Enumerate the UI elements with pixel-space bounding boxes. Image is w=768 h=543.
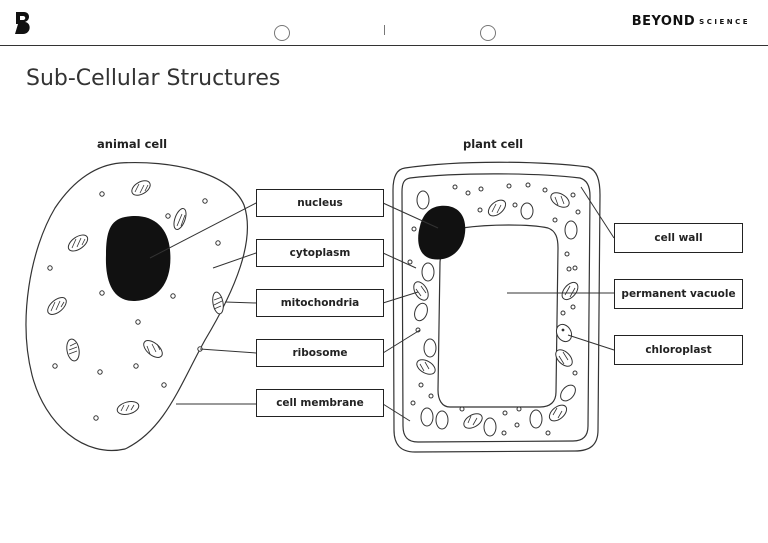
- animal-mitochondrion: [66, 338, 80, 362]
- nav-divider: [384, 25, 385, 35]
- label-nucleus: nucleus: [256, 189, 384, 217]
- label-cell-wall: cell wall: [614, 223, 743, 253]
- label-cytoplasm: cytoplasm: [256, 239, 384, 267]
- page-title: Sub-Cellular Structures: [26, 66, 281, 91]
- animal-mitochondrion: [47, 297, 67, 315]
- plant-cell-title: plant cell: [463, 137, 524, 151]
- label-ribosome: ribosome: [256, 339, 384, 367]
- label-permanent-vacuole: permanent vacuole: [614, 279, 743, 309]
- animal-mitochondrion: [143, 340, 163, 358]
- label-mitochondria: mitochondria: [256, 289, 384, 317]
- animal-nucleus: [105, 215, 171, 302]
- label-chloroplast: chloroplast: [614, 335, 743, 365]
- logo-icon[interactable]: [13, 10, 35, 36]
- permanent-vacuole-shape: [437, 224, 559, 408]
- animal-cell-title: animal cell: [97, 137, 168, 151]
- animal-mitochondrion: [131, 180, 151, 196]
- plant-cell-wall-outer: [392, 161, 601, 453]
- animal-mitochondrion: [67, 234, 89, 252]
- plant-nucleus: [418, 205, 466, 260]
- label-cell-membrane: cell membrane: [256, 389, 384, 417]
- plant-cell-membrane: [401, 173, 591, 443]
- animal-mitochondrion: [116, 401, 140, 415]
- animal-cell-membrane: [25, 161, 248, 451]
- nav-prev-icon[interactable]: [274, 25, 290, 41]
- nav-next-icon[interactable]: [480, 25, 496, 41]
